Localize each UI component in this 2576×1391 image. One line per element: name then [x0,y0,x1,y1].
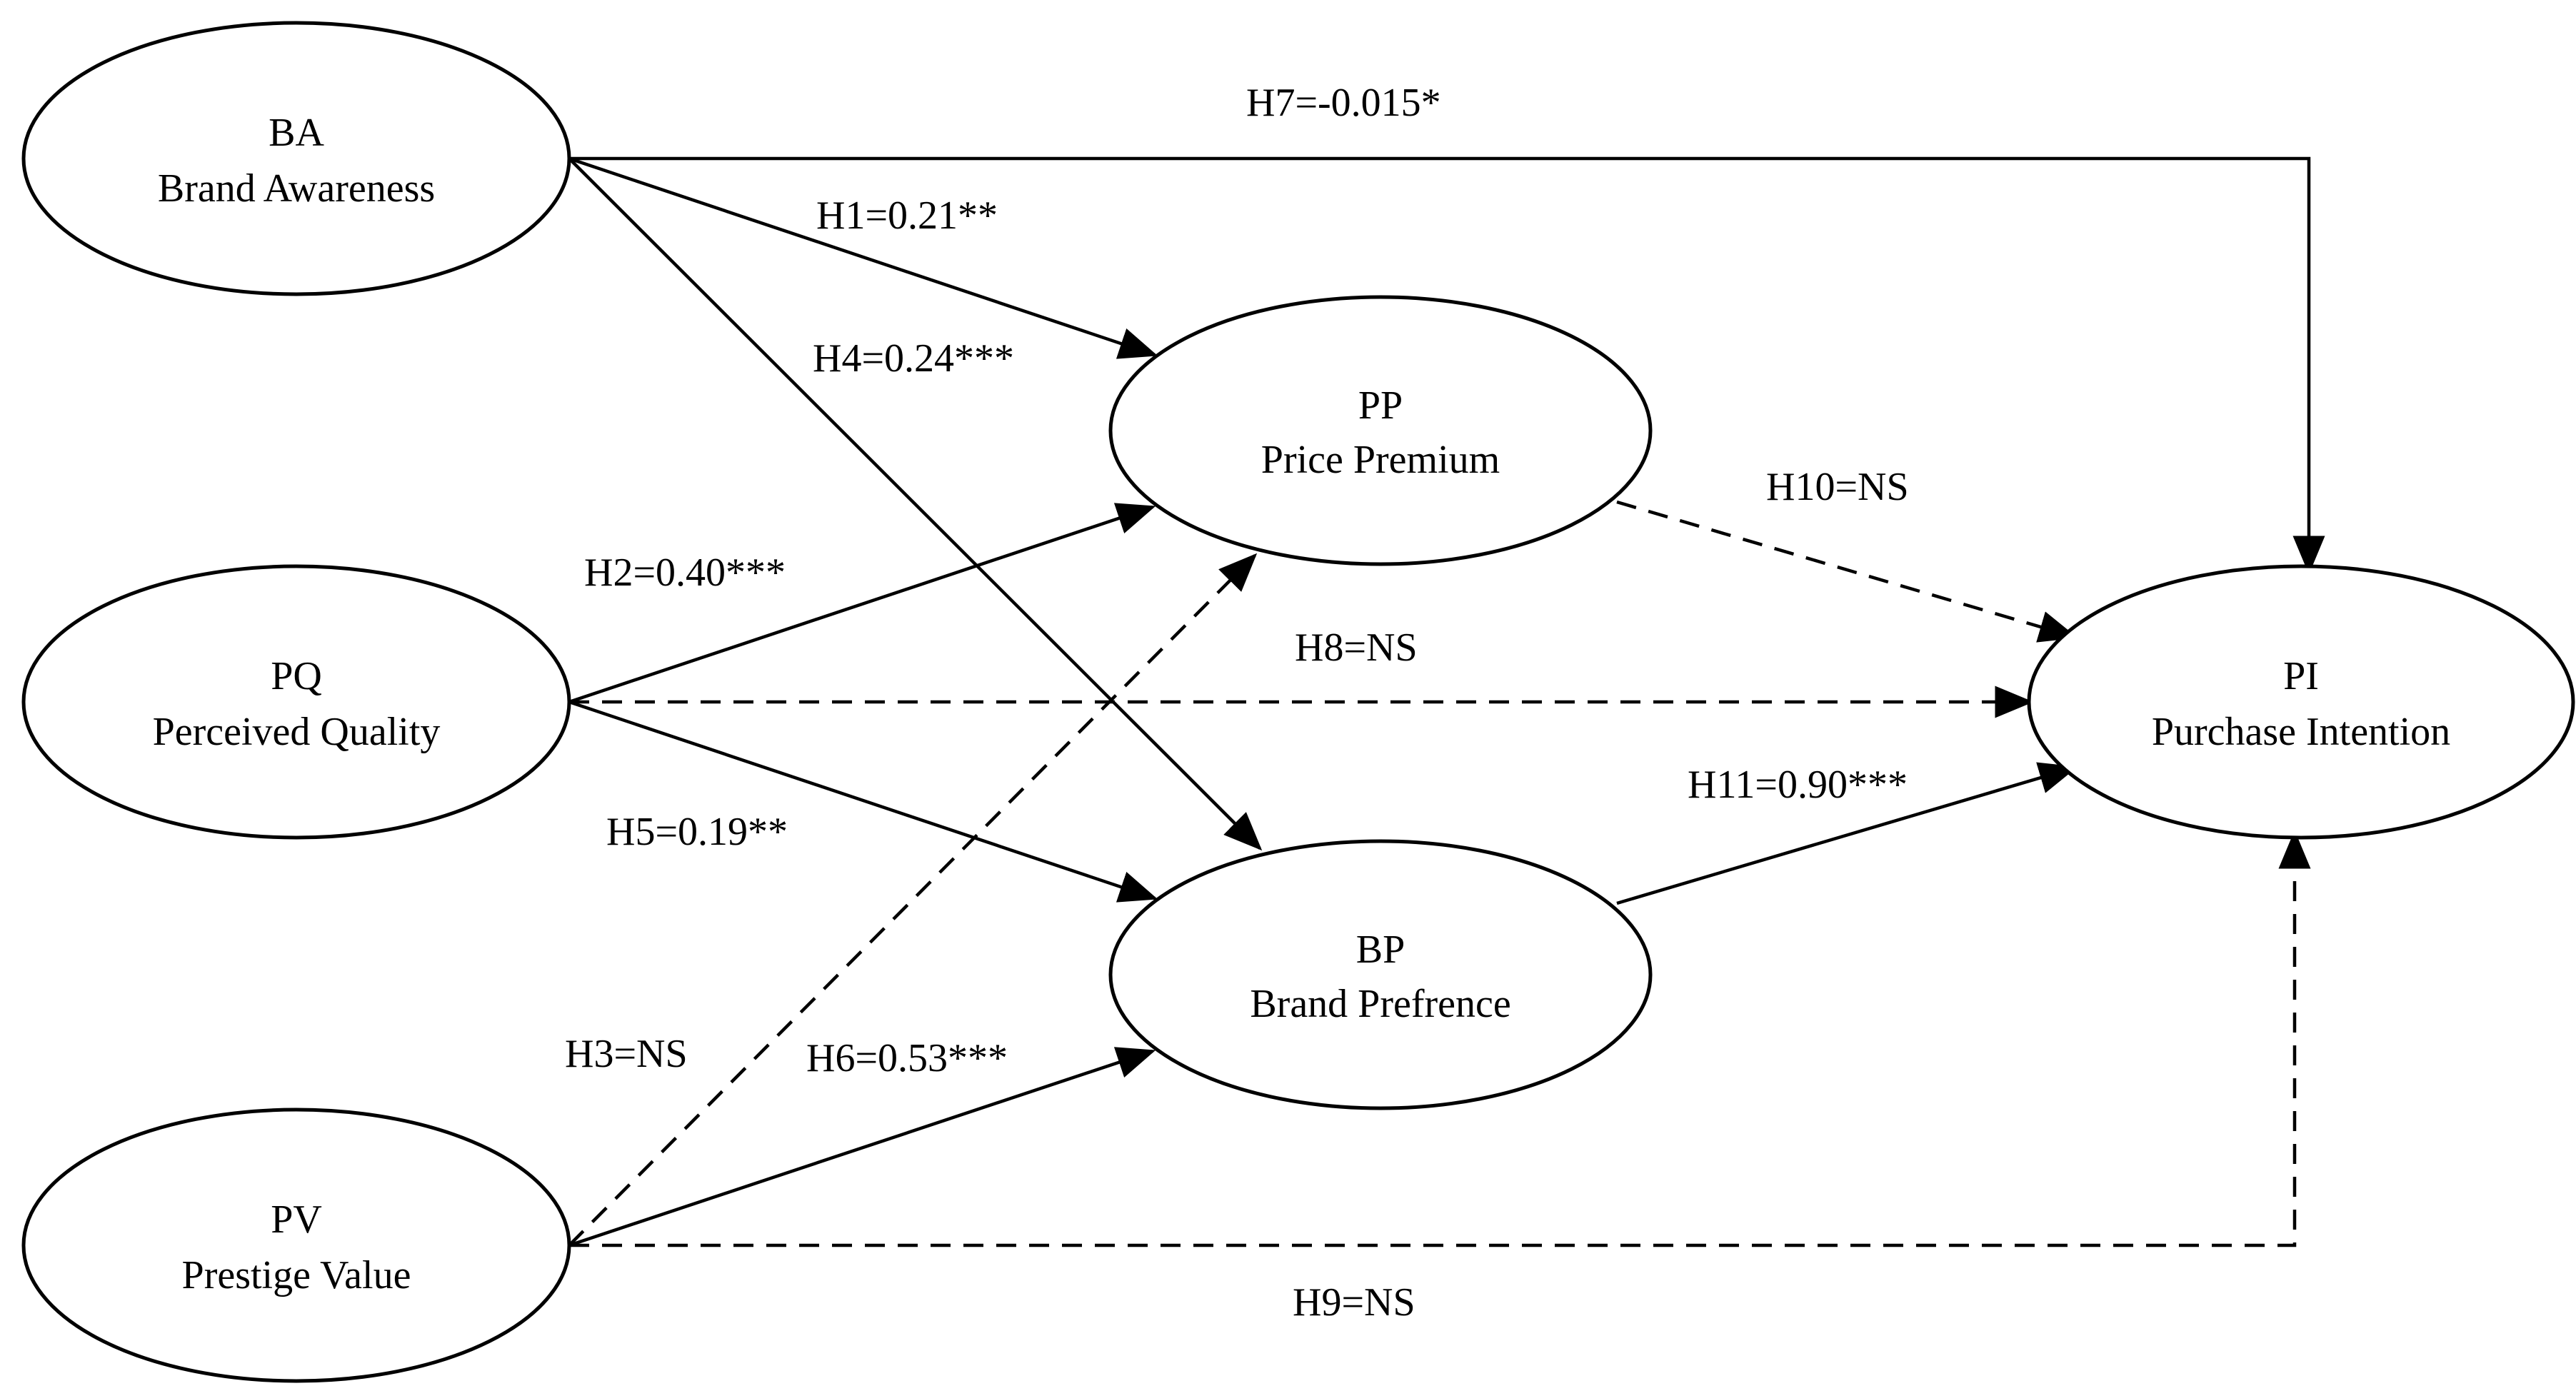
node-ba-abbr: BA [269,111,324,155]
node-pq-abbr: PQ [271,654,322,698]
edge-h1-ba-to-pp [568,156,1158,359]
edge-h5-pq-to-bp [568,700,1158,903]
node-pv-ellipse [21,1108,571,1383]
node-ba: BA Brand Awareness [21,21,571,296]
node-pv: PV Prestige Value [21,1108,571,1383]
edge-h7-ba-to-pi [569,156,2325,575]
edge-h11-bp-to-pi [1616,762,2078,905]
edge-h2-pq-to-pp [568,503,1156,704]
edge-h10-pp-to-pi [1616,500,2078,643]
node-bp-name: Brand Prefrence [1250,982,1510,1026]
node-pv-abbr: PV [271,1197,322,1242]
node-pq: PQ Perceived Quality [21,564,571,840]
node-pq-ellipse [21,564,571,840]
edge-labels: H7=-0.015* H1=0.21** H4=0.24*** H10=NS H… [565,81,1909,1325]
edge-label-h11: H11=0.90*** [1688,763,1908,807]
node-bp-abbr: BP [1356,928,1405,972]
node-pq-name: Perceived Quality [153,710,441,754]
node-ba-ellipse [21,21,571,296]
edge-h6-pv-to-bp [568,1047,1156,1247]
edge-label-h3: H3=NS [565,1032,688,1076]
edge-label-h8: H8=NS [1295,626,1418,670]
edge-h3-pv-to-pp [568,553,1258,1247]
edges [568,156,2325,1247]
edge-h9-pv-to-pi [569,830,2311,1247]
node-pp: PP Price Premium [1108,295,1653,566]
edge-label-h9: H9=NS [1293,1280,1415,1325]
edge-label-h4: H4=0.24*** [813,336,1014,381]
node-bp-ellipse [1108,839,1653,1110]
node-bp: BP Brand Prefrence [1108,839,1653,1110]
edge-label-h1: H1=0.21** [816,194,998,238]
node-pp-abbr: PP [1358,383,1403,428]
node-pi-name: Purchase Intention [2152,710,2450,754]
node-pp-ellipse [1108,295,1653,566]
edge-label-h7: H7=-0.015* [1246,81,1441,125]
edge-label-h2: H2=0.40*** [584,551,786,595]
node-pp-name: Price Premium [1261,438,1500,482]
edge-label-h6: H6=0.53*** [806,1036,1008,1080]
edge-h4-ba-to-bp [568,157,1263,851]
node-pi-ellipse [2027,564,2575,840]
edge-label-h5: H5=0.19** [606,810,788,854]
edge-label-h10: H10=NS [1766,465,1909,509]
node-pv-name: Prestige Value [182,1253,411,1297]
node-pi-abbr: PI [2283,654,2319,698]
node-ba-name: Brand Awareness [158,166,435,211]
node-pi: PI Purchase Intention [2027,564,2575,840]
